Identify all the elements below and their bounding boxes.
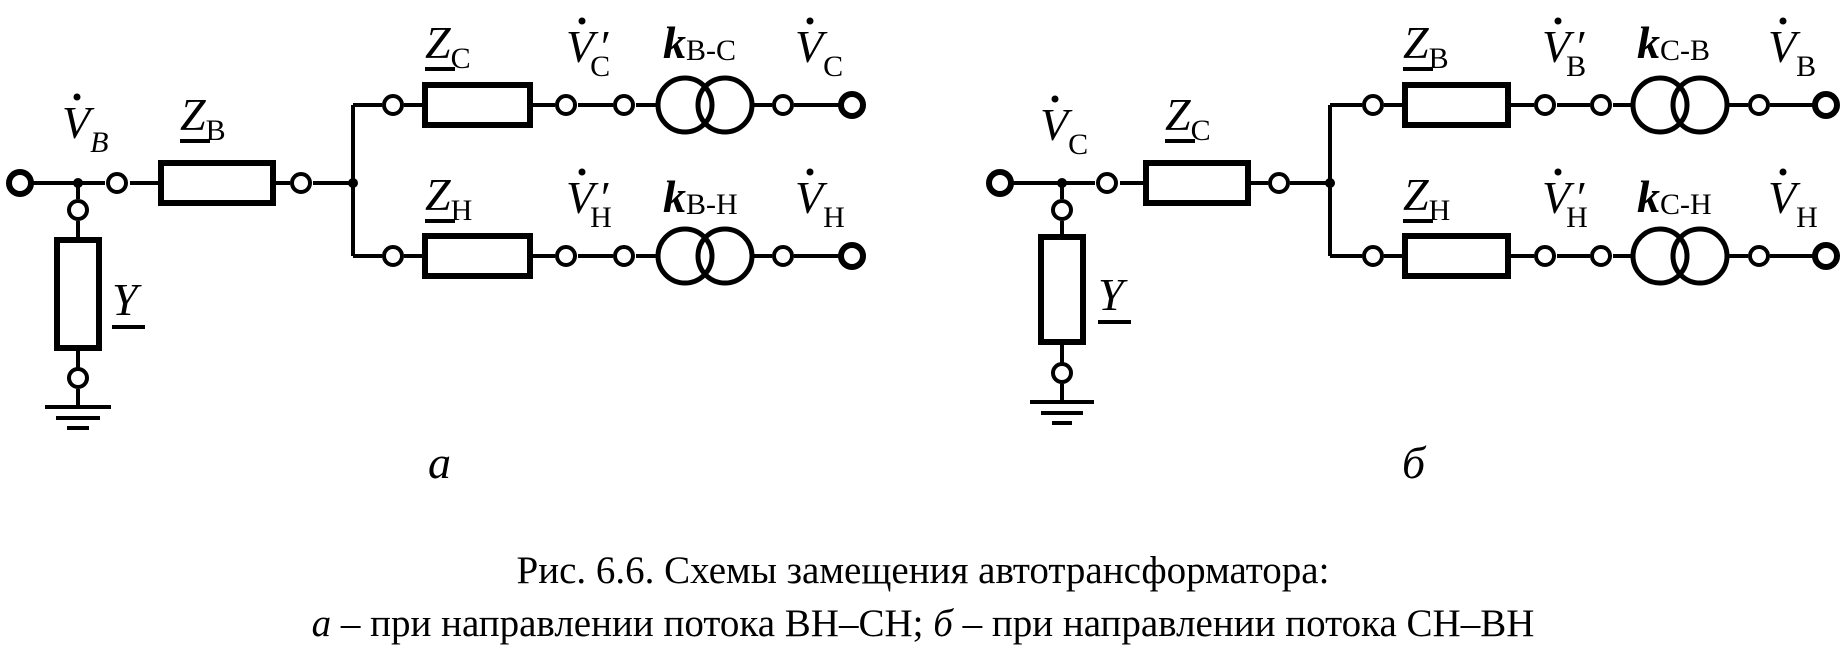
output-terminal [1812, 91, 1840, 119]
transformer-coil [695, 75, 755, 135]
voltage-label: VВ [1768, 21, 1816, 83]
coefficient-label: kВ-Н [663, 171, 738, 222]
voltage-label: V′С [566, 21, 610, 83]
output-terminal [838, 91, 866, 119]
node-terminal [382, 94, 404, 116]
admittance-label: Y [112, 274, 142, 325]
impedance-label: ZВ [1403, 17, 1449, 75]
node-terminal [1096, 172, 1118, 194]
impedance-label: ZС [425, 17, 471, 75]
transformer-coil [1630, 75, 1690, 135]
node-terminal [382, 245, 404, 267]
node-terminal [67, 367, 89, 389]
node-terminal [1051, 362, 1073, 384]
diagram-a: VВ ZВ Y ZС V′С kВ-С VС ZН V′Н kВ-Н VН а [6, 17, 866, 488]
node-terminal [613, 94, 635, 116]
node-terminal [772, 94, 794, 116]
transformer-coil [655, 226, 715, 286]
overdot [806, 168, 814, 176]
admittance-label: Y [1098, 269, 1128, 320]
node-terminal [1590, 245, 1612, 267]
voltage-label: VН [1768, 172, 1818, 234]
impedance-upper [422, 82, 533, 128]
node-terminal [1362, 94, 1384, 116]
overdot [578, 168, 586, 176]
ground-icon [1030, 400, 1094, 425]
voltage-label: V′В [1542, 21, 1586, 83]
overdot [1554, 168, 1562, 176]
ground-icon [45, 405, 111, 430]
overdot [806, 17, 814, 25]
node-terminal [1534, 245, 1556, 267]
node-terminal [1590, 94, 1612, 116]
node-terminal [1268, 172, 1290, 194]
admittance-y [54, 237, 102, 351]
node-terminal [290, 172, 312, 194]
overdot [578, 17, 586, 25]
impedance-lower [422, 233, 533, 279]
input-terminal [6, 169, 34, 197]
impedance-zc [1143, 160, 1251, 206]
overdot [1554, 17, 1562, 25]
node-terminal [555, 245, 577, 267]
voltage-label: VС [1040, 99, 1088, 161]
transformer-coil [1670, 226, 1730, 286]
impedance-label: ZС [1165, 89, 1211, 147]
voltage-label: VС [795, 21, 843, 83]
voltage-label: V′Н [1542, 172, 1588, 234]
node-terminal [1534, 94, 1556, 116]
overdot [73, 93, 81, 101]
coefficient-label: kВ-С [663, 17, 736, 68]
node-terminal [613, 245, 635, 267]
transformer-coil [695, 226, 755, 286]
impedance-zb [158, 160, 276, 206]
caption-line-1: Рис. 6.6. Схемы замещения автотрансформа… [517, 549, 1330, 592]
coefficient-label: kС-Н [1637, 171, 1712, 222]
transformer-coil [655, 75, 715, 135]
caption-line-2: а – при направлении потока ВН–СН; б – пр… [312, 602, 1535, 645]
node-terminal [1362, 245, 1384, 267]
impedance-label: ZН [425, 169, 472, 227]
impedance-label: ZН [1403, 169, 1450, 227]
node-terminal [555, 94, 577, 116]
voltage-label: VН [795, 172, 845, 234]
output-terminal [1812, 242, 1840, 270]
input-terminal [986, 169, 1014, 197]
node-terminal [1748, 94, 1770, 116]
overdot [1779, 168, 1787, 176]
transformer-coil [1630, 226, 1690, 286]
impedance-upper [1402, 82, 1511, 128]
diagram-b: VС ZС Y ZВ V′В kС-В VВ ZН V′Н kС-Н VН б [986, 17, 1840, 488]
node-terminal [67, 199, 89, 221]
junction-dot [348, 178, 358, 188]
node-terminal [772, 245, 794, 267]
overdot [1779, 17, 1787, 25]
voltage-label: VВ [62, 97, 108, 159]
junction-dot [1325, 178, 1335, 188]
node-terminal [1748, 245, 1770, 267]
node-terminal [1051, 199, 1073, 221]
overdot [1051, 95, 1059, 103]
junction-dot [1057, 178, 1067, 188]
junction-dot [73, 178, 83, 188]
transformer-coil [1670, 75, 1730, 135]
admittance-y [1038, 234, 1086, 345]
diagram-b-label: б [1402, 437, 1427, 488]
output-terminal [838, 242, 866, 270]
coefficient-label: kС-В [1637, 17, 1710, 68]
voltage-label: V′Н [566, 172, 612, 234]
impedance-lower [1402, 233, 1511, 279]
node-terminal [106, 172, 128, 194]
diagram-a-label: а [428, 437, 451, 488]
impedance-label: ZВ [180, 89, 226, 147]
